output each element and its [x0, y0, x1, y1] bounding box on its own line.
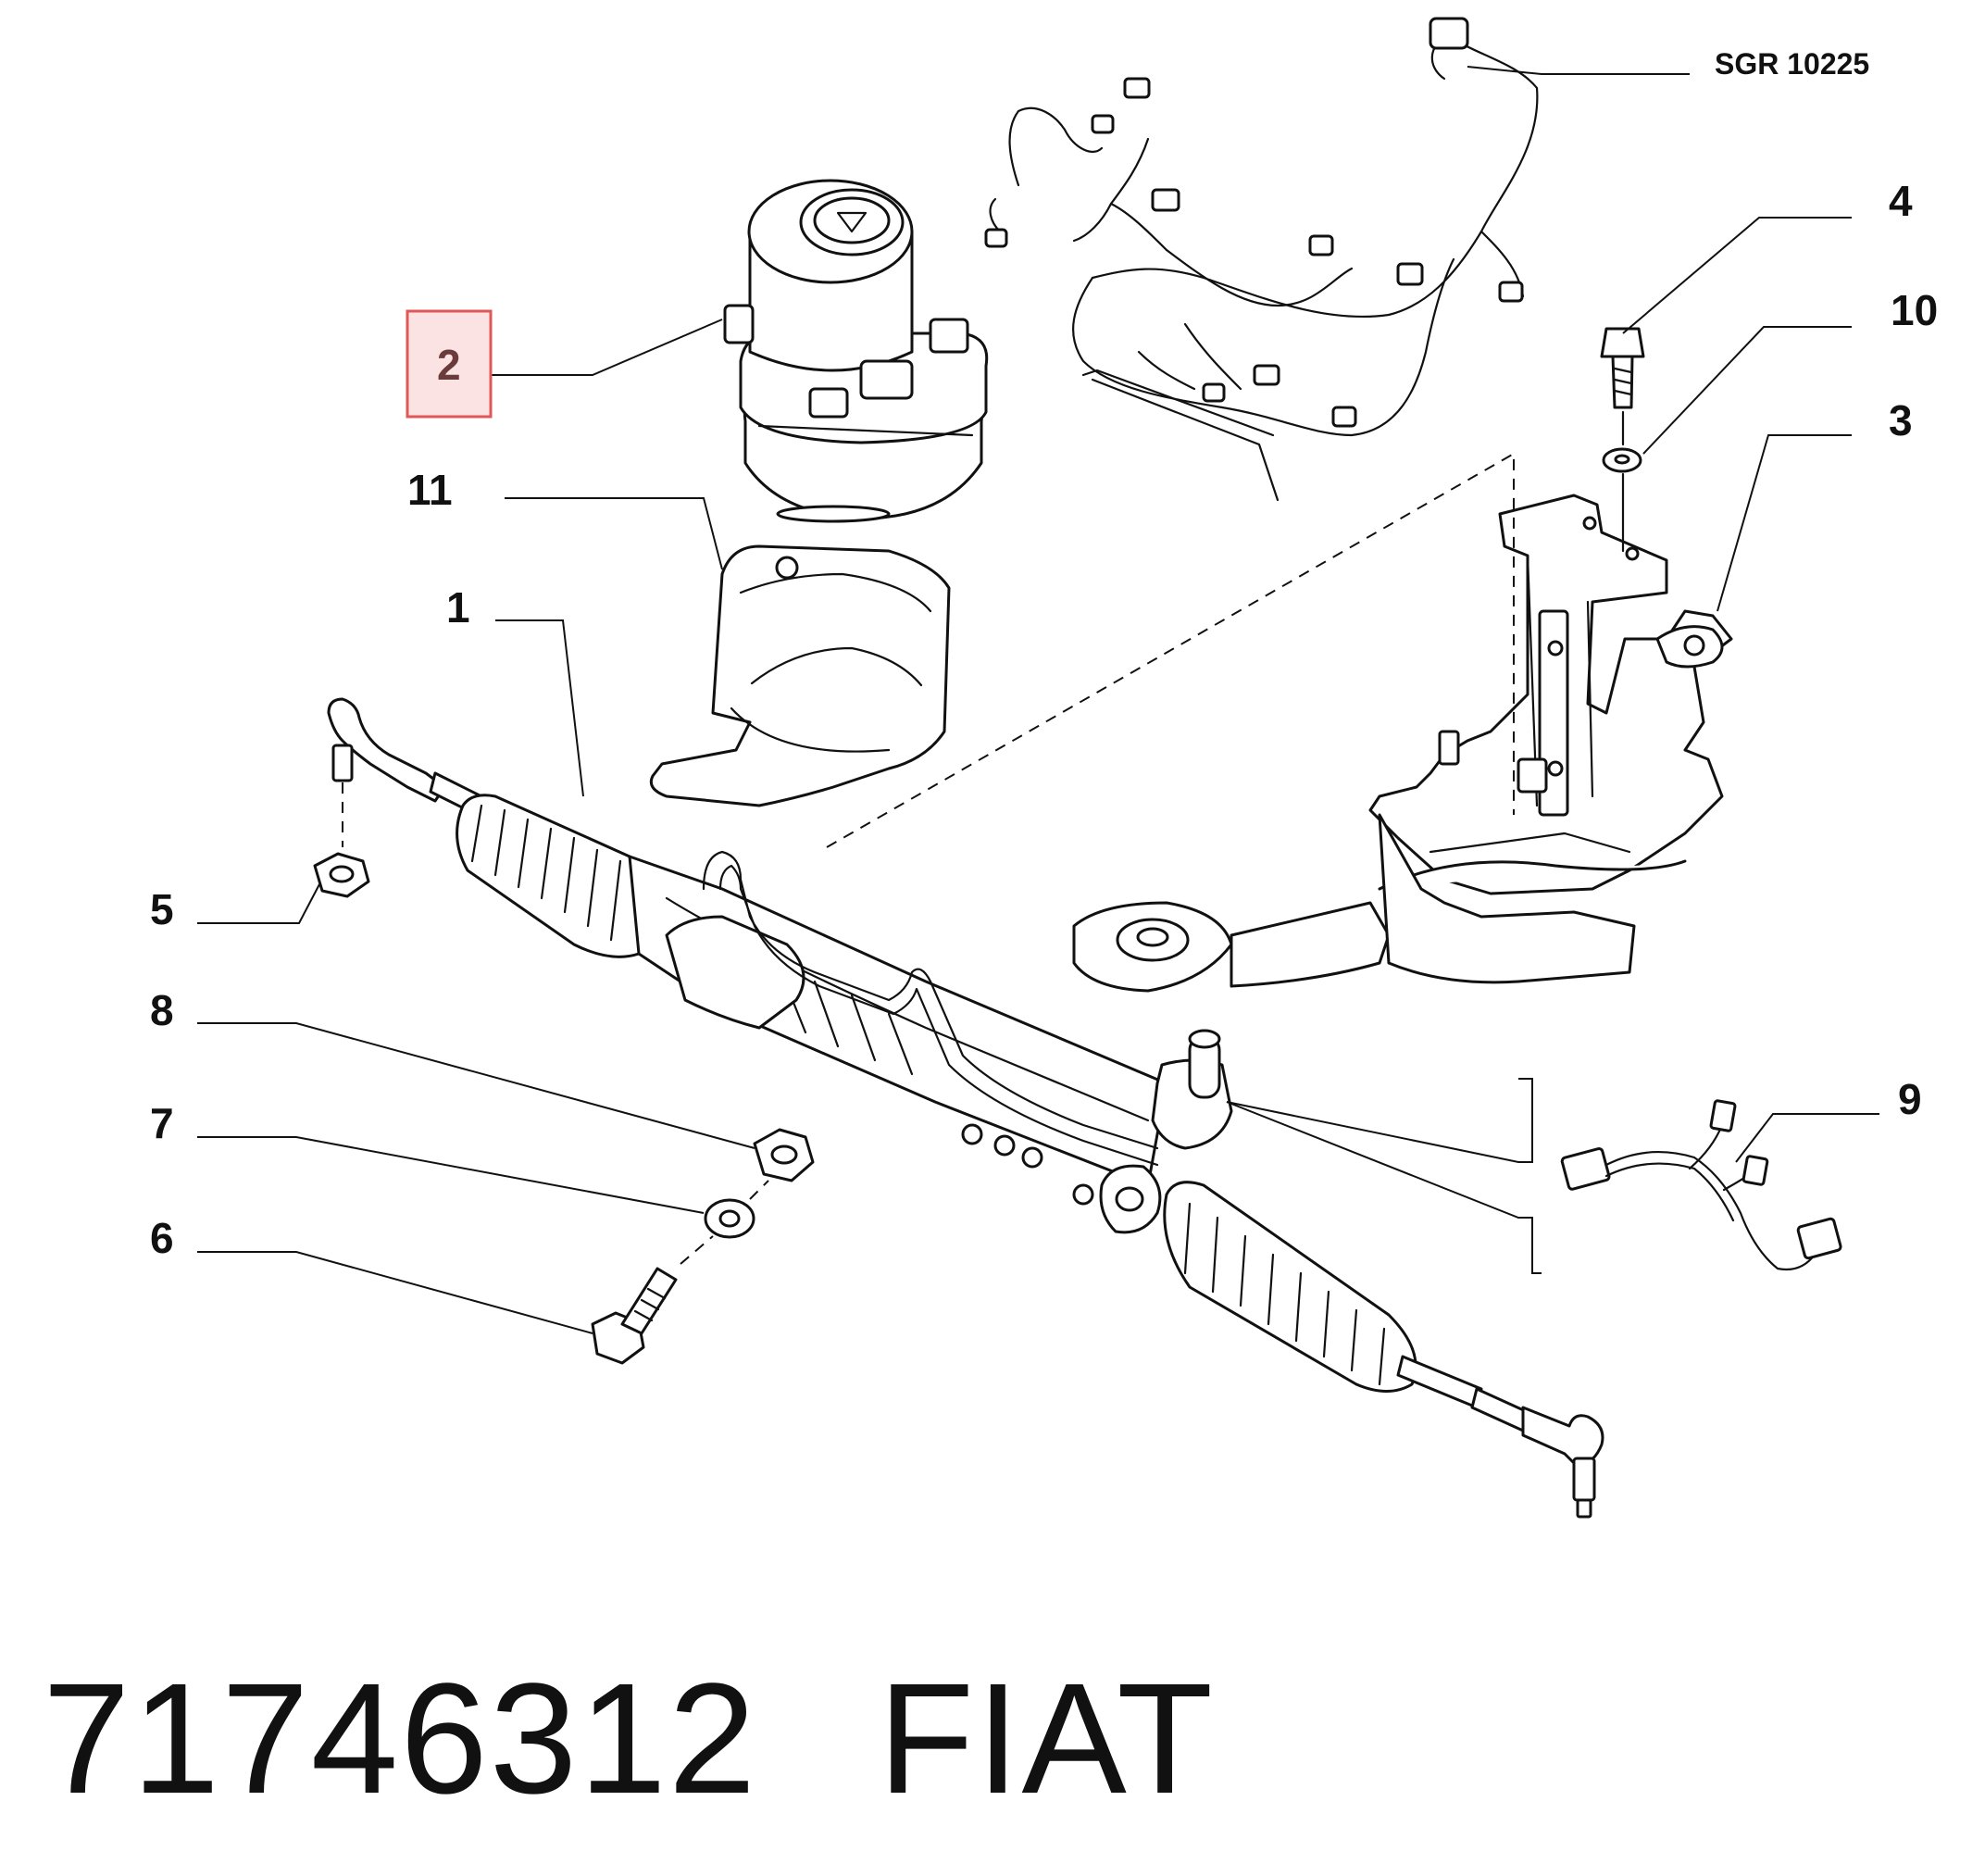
callout-8: 8 [150, 986, 174, 1034]
brand-name: FIAT [878, 1651, 1216, 1827]
callout-7: 7 [150, 1099, 174, 1147]
part-number: 71746312 [43, 1651, 758, 1827]
wiring-loom-drawing [1560, 1099, 1842, 1271]
callout-2: 2 [437, 341, 461, 389]
callout-3: 3 [1889, 396, 1913, 444]
mounting-bracket-drawing [1072, 494, 1733, 993]
leader-lines [197, 66, 1879, 1334]
callout-11: 11 [407, 466, 453, 514]
callout-6: 6 [150, 1214, 174, 1262]
electric-pump-motor-drawing [723, 179, 989, 523]
callout-9: 9 [1898, 1075, 1922, 1123]
bolt-and-washer-drawing [1600, 327, 1645, 553]
callout-2-highlight-box [406, 309, 493, 419]
wiring-harness-drawing [984, 17, 1539, 502]
callout-5: 5 [150, 885, 174, 933]
callout-4: 4 [1889, 177, 1913, 225]
steering-rack-drawing [327, 697, 1604, 1519]
reference-code: SGR 10225 [1715, 47, 1869, 81]
callout-10: 10 [1891, 286, 1938, 334]
nuts-bolts-washer-drawing [313, 852, 815, 1365]
callout-1: 1 [446, 583, 470, 632]
footer-caption: 71746312 FIAT [43, 1648, 1335, 1830]
heat-shield-drawing [649, 544, 951, 807]
